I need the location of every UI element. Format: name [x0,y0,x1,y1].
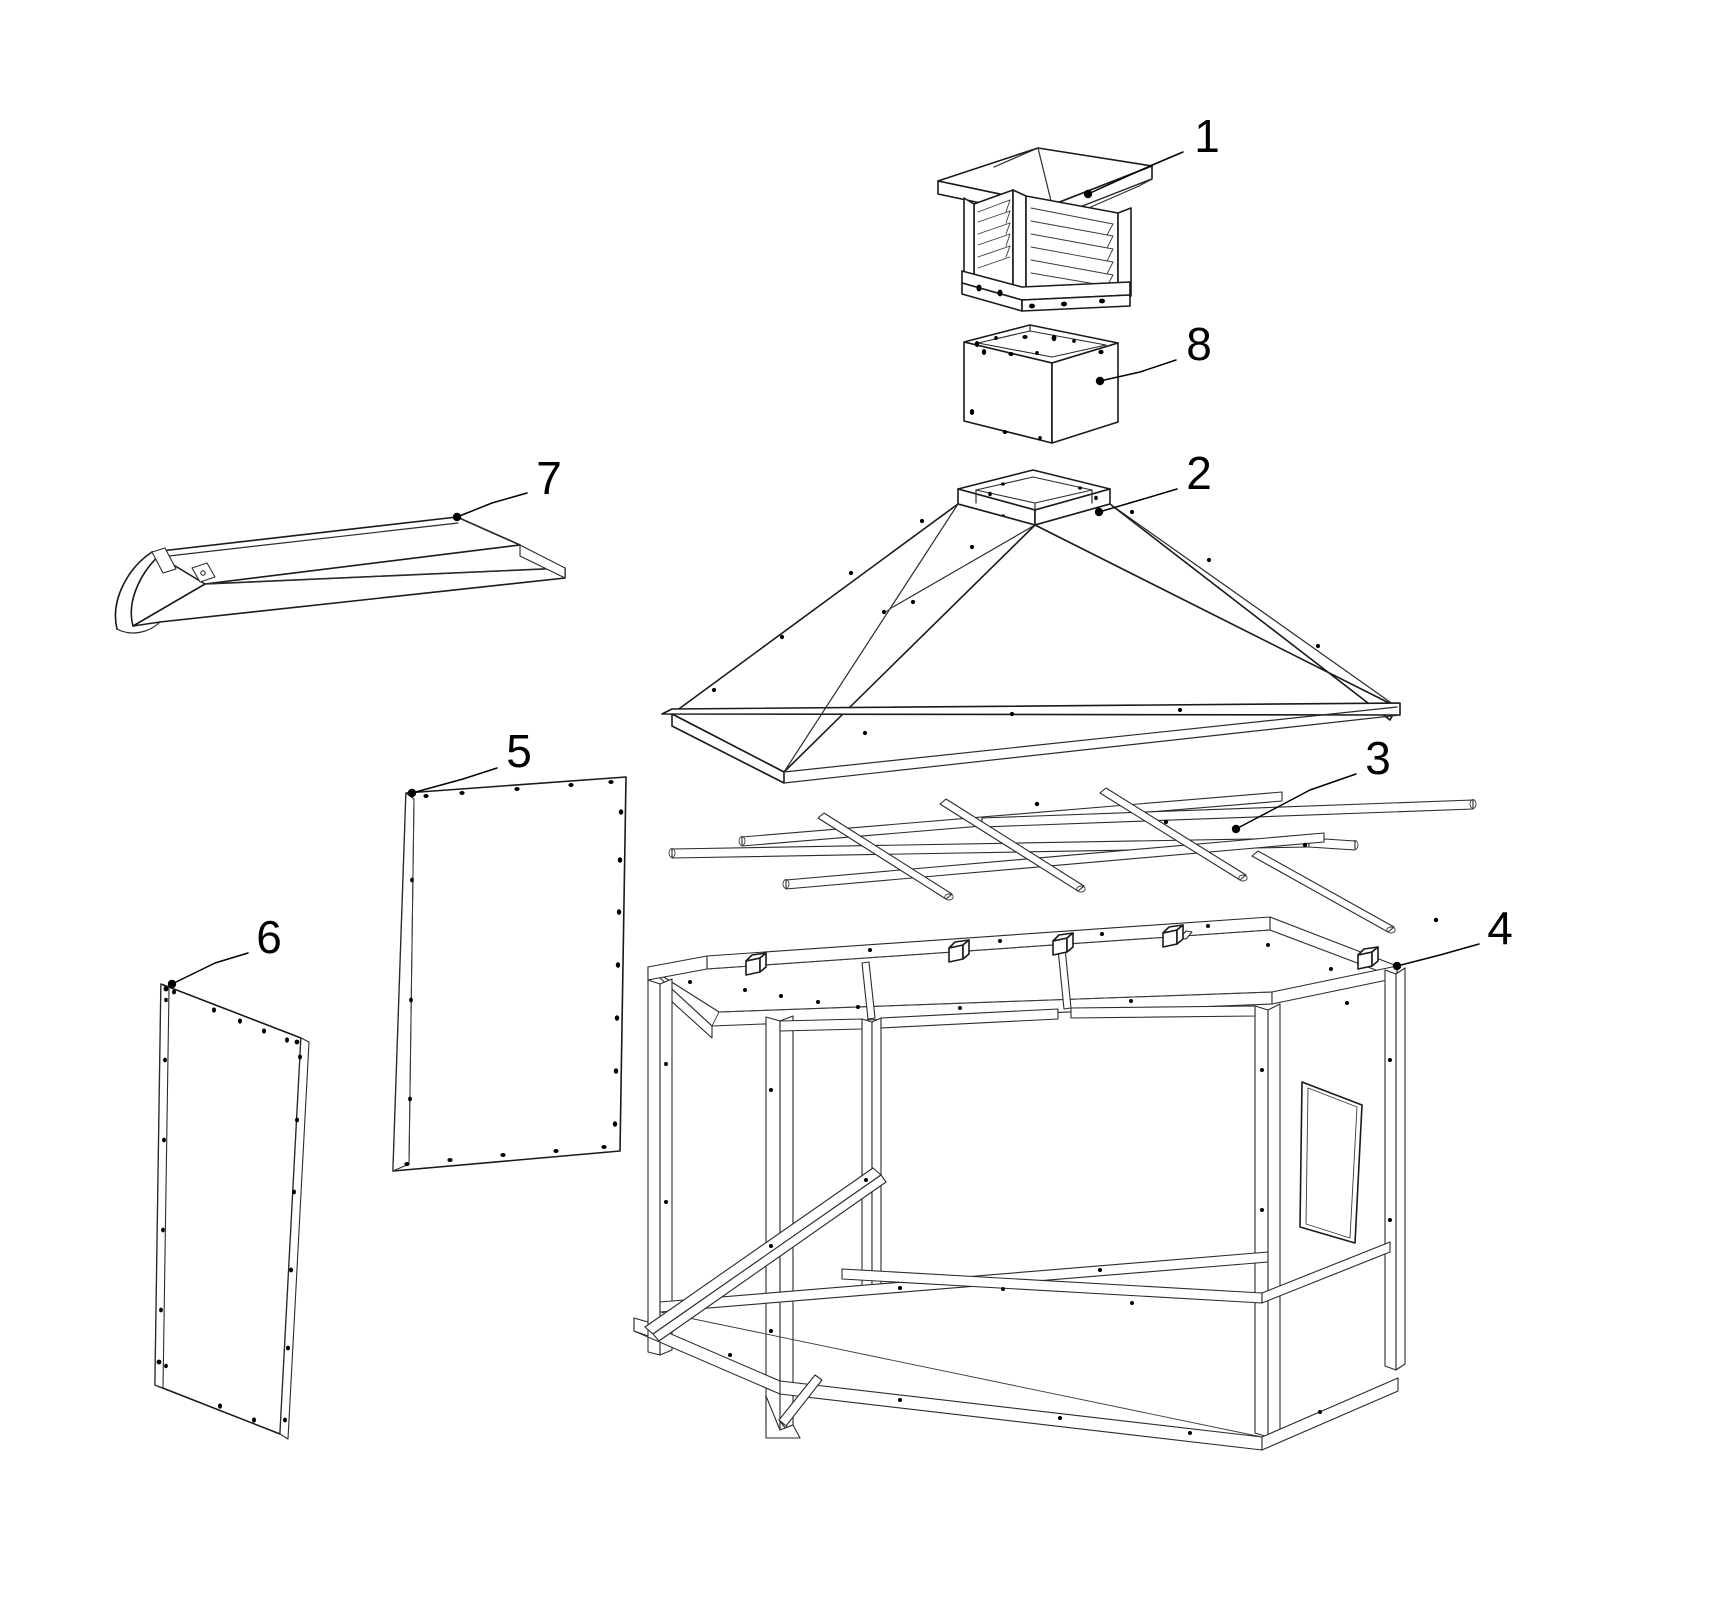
part-cupola-vent [937,147,1153,312]
roof-panel-fasteners [711,509,1321,736]
purlin-cross-1 [817,812,954,901]
callout-leader-line [171,952,249,985]
curb-box-holes [969,334,1104,440]
callout-leader-line [456,492,528,518]
part-side-wall-panel [154,983,310,1440]
callout-2-hip-roof-panel: 2 [1094,447,1212,517]
callout-number-6: 6 [256,911,282,963]
purlin-cross-3 [1099,787,1248,882]
callout-arrow-dot [1083,189,1093,199]
purlin-cross-2 [939,798,1086,893]
callout-number-8: 8 [1186,318,1212,370]
frame-fasteners [664,924,1392,1435]
callout-leader-line [1087,151,1184,195]
purlin-grid-marks [1034,801,1439,923]
callout-arrow-dot [1231,824,1241,834]
part-rear-wall-panel [392,776,627,1172]
callout-leader-line [1098,488,1178,513]
callout-number-3: 3 [1365,732,1391,784]
frame-door-window-panel [1299,1081,1363,1244]
callout-arrow-dot [1095,376,1105,386]
callout-arrow-dot [1392,961,1402,971]
callout-arrow-dot [167,979,177,989]
cupola-base-holes [976,284,1105,309]
callout-1-cupola-vent: 1 [1083,110,1220,199]
callout-number-4: 4 [1487,902,1513,954]
purlin-long-2 [668,837,1359,859]
callout-leader-line [1235,773,1357,830]
callout-4-main-frame: 4 [1392,902,1513,971]
callout-7-eave-trim-flashing: 7 [452,452,562,522]
callout-number-1: 1 [1194,110,1220,162]
part-hip-roof-panel [661,469,1401,784]
part-cupola-curb-box [963,324,1119,444]
cupola-louvers-right [1030,207,1114,288]
callout-number-2: 2 [1186,447,1212,499]
callout-number-7: 7 [536,452,562,504]
callout-leader-line [411,767,498,794]
part-main-frame [633,916,1406,1451]
frame-top-clips [745,924,1379,976]
cupola-louvers-left [977,199,1011,269]
callout-leader-line [1396,943,1480,967]
callout-5-rear-wall-panel: 5 [407,725,532,798]
callout-layer: 1 8 2 7 3 5 4 6 [167,110,1513,989]
side-panel-fastener-holes [156,986,302,1423]
callout-leader-line [1099,359,1177,382]
part-purlin-grid [668,787,1477,934]
callout-3-purlin-grid: 3 [1231,732,1391,834]
purlin-cross-4 [1251,850,1396,934]
callout-8-cupola-curb-box: 8 [1095,318,1212,386]
callout-arrow-dot [407,788,417,798]
callout-arrow-dot [1094,507,1104,517]
part-eave-trim-flashing [114,516,566,634]
callout-arrow-dot [452,512,462,522]
callout-number-5: 5 [506,725,532,777]
rear-panel-fastener-holes [404,780,624,1166]
callout-6-side-wall-panel: 6 [167,911,282,989]
